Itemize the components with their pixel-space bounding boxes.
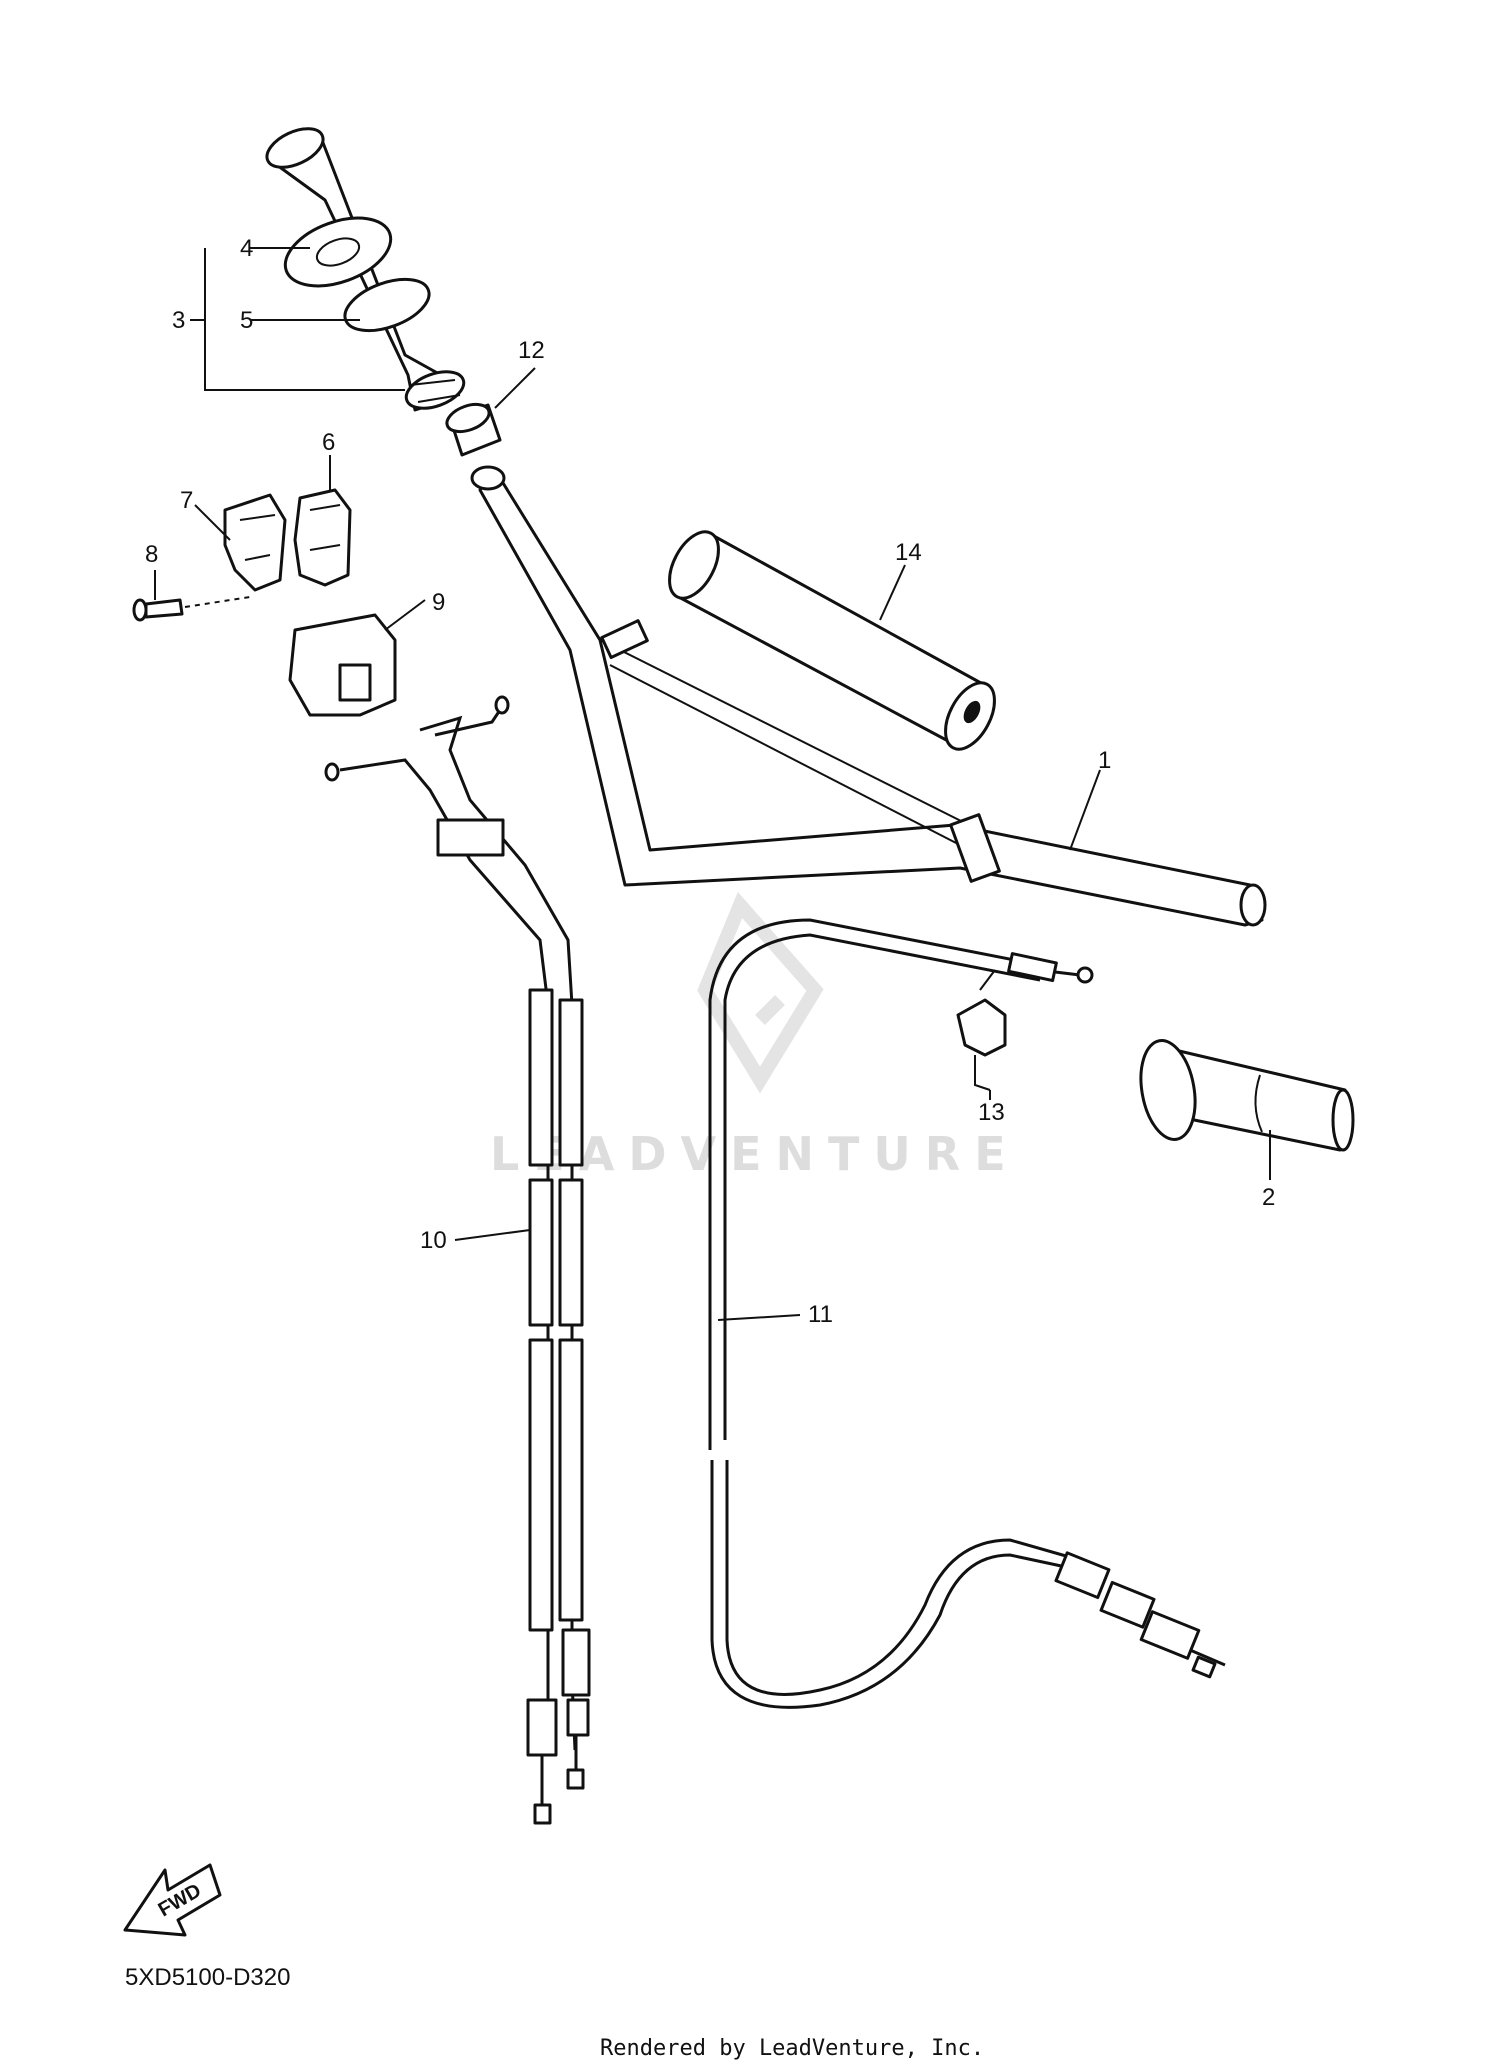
callout-7: 7 xyxy=(180,487,193,514)
callout-4: 4 xyxy=(240,235,253,262)
callout-8: 8 xyxy=(145,541,158,568)
callout-12: 12 xyxy=(518,337,545,364)
callout-10: 10 xyxy=(420,1227,447,1254)
callout-6: 6 xyxy=(322,429,335,456)
throttle-grip-assembly[interactable] xyxy=(261,121,469,415)
callout-5: 5 xyxy=(240,307,253,334)
throttle-cover[interactable] xyxy=(288,613,397,717)
leader-lines xyxy=(154,247,1271,1321)
callout-3: 3 xyxy=(172,307,185,334)
callout-labels: 1 2 3 4 5 6 7 8 9 10 11 12 13 14 xyxy=(145,235,1275,1328)
callout-13: 13 xyxy=(978,1099,1005,1126)
cable-adjuster[interactable] xyxy=(956,969,1007,1091)
throttle-housing-upper[interactable] xyxy=(223,493,287,592)
fwd-arrow-icon: FWD xyxy=(123,1863,222,1937)
screw[interactable] xyxy=(132,596,251,622)
render-credit: Rendered by LeadVenture, Inc. xyxy=(600,2036,984,2061)
callout-1: 1 xyxy=(1098,747,1111,774)
collar[interactable] xyxy=(443,399,502,457)
handlebar-pad[interactable] xyxy=(659,524,1004,757)
callout-14: 14 xyxy=(895,539,922,566)
handlebar[interactable] xyxy=(470,465,1267,927)
callout-2: 2 xyxy=(1262,1184,1275,1211)
grip[interactable] xyxy=(1134,1036,1355,1152)
callout-11: 11 xyxy=(808,1301,833,1328)
diagram-code: 5XD5100-D320 xyxy=(125,1964,290,1991)
clutch-cable[interactable] xyxy=(708,918,1226,1709)
throttle-housing-lower[interactable] xyxy=(293,488,352,587)
throttle-cables[interactable] xyxy=(324,695,591,1825)
callout-9: 9 xyxy=(432,589,445,616)
